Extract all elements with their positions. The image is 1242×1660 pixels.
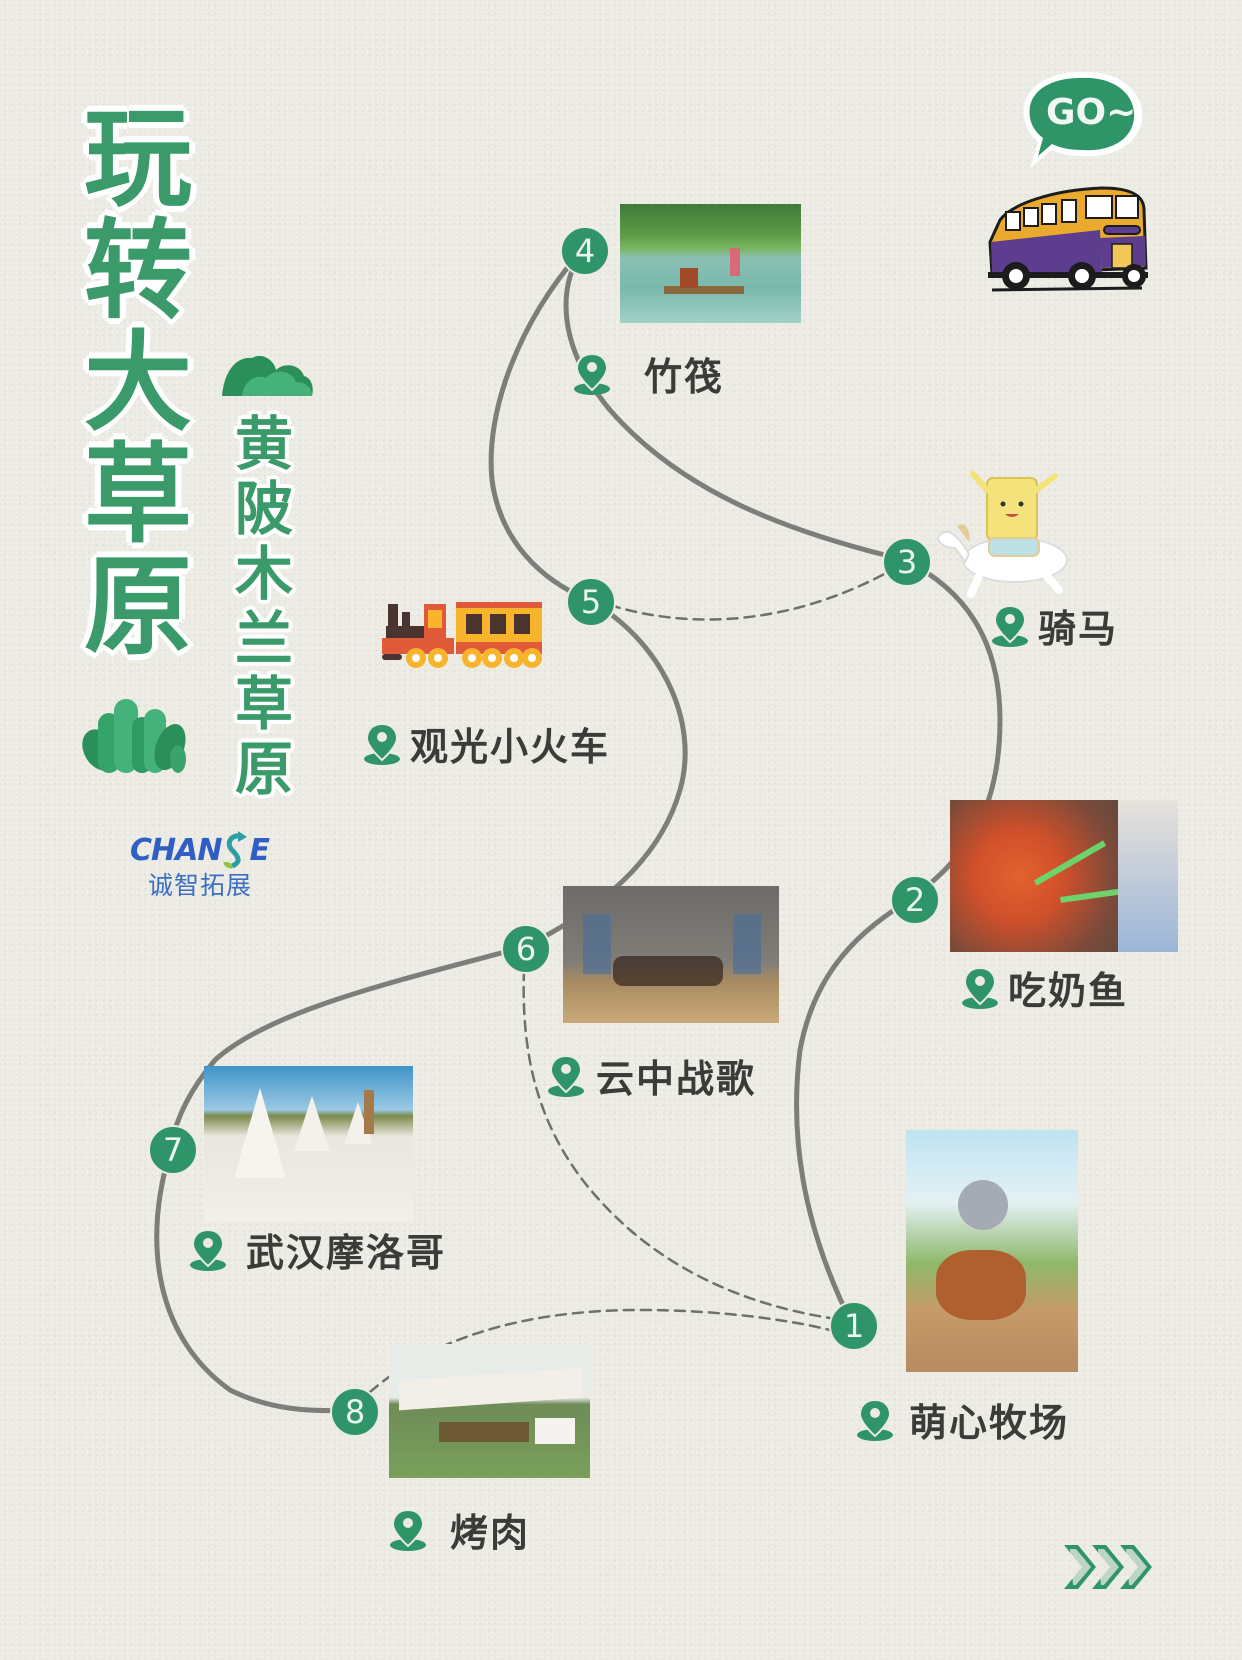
route-segment-4-5 xyxy=(488,246,592,603)
horse-riding-illustration xyxy=(937,471,1068,598)
subtitle-char: 木 xyxy=(234,540,293,608)
vintage-bus-illustration xyxy=(988,186,1148,292)
stop-name: 骑马 xyxy=(1038,606,1119,651)
stop-label-8[interactable]: 烤肉 xyxy=(388,1502,530,1557)
stop-name: 萌心牧场 xyxy=(909,1400,1070,1445)
title-char: 草 xyxy=(83,433,192,558)
title-char: 玩 xyxy=(83,97,192,222)
stop-marker-6[interactable]: 6 xyxy=(501,924,551,974)
subtitle-char: 兰 xyxy=(234,605,293,673)
stop-marker-4[interactable]: 4 xyxy=(560,226,610,276)
map-pin-icon xyxy=(962,966,998,1009)
subtitle-char: 黄 xyxy=(234,410,293,478)
stop-marker-7[interactable]: 7 xyxy=(148,1125,198,1175)
stop-label-7[interactable]: 武汉摩洛哥 xyxy=(188,1222,446,1277)
stop-label-3[interactable]: 骑马 xyxy=(990,598,1118,653)
map-pin-icon xyxy=(992,604,1028,647)
train-illustration xyxy=(382,602,542,668)
subtitle-char: 草 xyxy=(234,670,293,738)
stop-name: 竹筏 xyxy=(644,354,725,399)
photo-white-teepees xyxy=(204,1066,413,1222)
map-pin-icon xyxy=(390,1508,426,1551)
map-pin-icon xyxy=(574,352,610,395)
stop-marker-1[interactable]: 1 xyxy=(829,1301,879,1351)
map-pin-icon xyxy=(190,1228,226,1271)
go-text: GO~ xyxy=(1046,92,1137,133)
title-char: 原 xyxy=(83,545,192,670)
subtitle-char: 陂 xyxy=(234,475,293,543)
stop-marker-3[interactable]: 3 xyxy=(882,537,932,587)
stop-label-2[interactable]: 吃奶鱼 xyxy=(960,960,1128,1015)
photo-koi-feeding xyxy=(950,800,1178,952)
logo-g-arrow-icon xyxy=(223,831,248,869)
stop-label-4[interactable]: 竹筏 xyxy=(572,346,724,401)
logo-text-right: E xyxy=(249,832,269,868)
dashed-segment-5-3 xyxy=(608,570,890,621)
stop-name: 武汉摩洛哥 xyxy=(246,1230,447,1275)
stop-label-6[interactable]: 云中战歌 xyxy=(546,1048,756,1103)
go-speech-bubble: GO~ xyxy=(1018,68,1148,172)
title-char: 转 xyxy=(83,209,192,334)
photo-cartoon-archer xyxy=(906,1130,1078,1372)
brand-logo: CHAN E 诚智拓展 xyxy=(130,830,300,902)
route-segment-6-7 xyxy=(168,944,527,1151)
dashed-segment-6-1 xyxy=(522,968,832,1320)
photo-horseback-show xyxy=(563,886,779,1023)
logo-text-left: CHAN xyxy=(130,832,222,868)
stop-name: 吃奶鱼 xyxy=(1008,968,1129,1013)
stop-name: 云中战歌 xyxy=(596,1056,757,1101)
speech-bubble-icon xyxy=(1023,71,1143,168)
subtitle-char: 原 xyxy=(234,735,293,803)
bush-icon-top xyxy=(222,355,313,396)
route-segment-3-4 xyxy=(563,246,908,563)
map-pin-icon xyxy=(364,722,400,765)
stop-name: 观光小火车 xyxy=(410,724,611,769)
photo-bamboo-raft xyxy=(620,204,801,323)
stop-marker-8[interactable]: 8 xyxy=(330,1387,380,1437)
stop-label-1[interactable]: 萌心牧场 xyxy=(855,1392,1069,1447)
map-pin-icon xyxy=(548,1054,584,1097)
route-segment-1-2 xyxy=(794,895,916,1327)
stop-label-5[interactable]: 观光小火车 xyxy=(362,716,610,771)
title-char: 大 xyxy=(83,321,192,446)
route-segment-7-8 xyxy=(154,1145,356,1414)
logo-chinese-name: 诚智拓展 xyxy=(148,871,253,900)
stop-marker-2[interactable]: 2 xyxy=(890,875,940,925)
photo-bbq-canopy xyxy=(389,1344,590,1478)
bush-icon-bottom xyxy=(82,699,186,773)
triple-chevron-right-icon[interactable] xyxy=(1062,1543,1158,1591)
stop-marker-5[interactable]: 5 xyxy=(566,577,616,627)
stop-name: 烤肉 xyxy=(450,1510,531,1555)
map-pin-icon xyxy=(857,1398,893,1441)
